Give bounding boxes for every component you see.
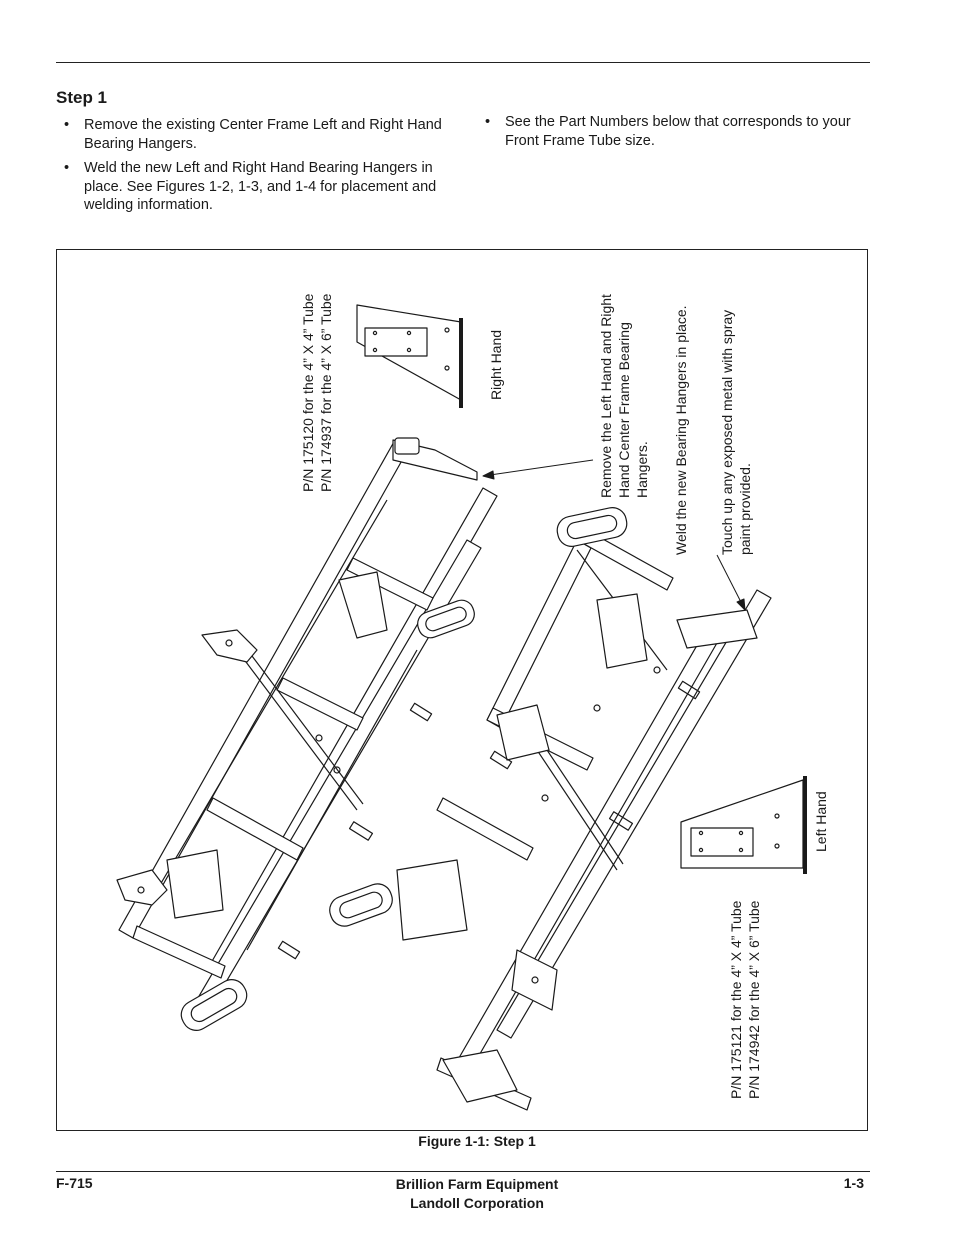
remove-hangers-callout: Remove the Left Hand and Right Hand Cent… [598, 294, 650, 498]
instruction-item: Remove the existing Center Frame Left an… [56, 116, 456, 153]
right-hand-hanger-detail [356, 304, 463, 408]
touch-up-callout: Touch up any exposed metal with spray pa… [719, 309, 753, 555]
step-heading: Step 1 [56, 88, 108, 107]
lh-part-number-callout: P/N 175121 for the 4” X 4” Tube P/N 1749… [728, 900, 762, 1099]
left-frame-assembly [116, 437, 498, 1031]
instruction-item: See the Part Numbers below that correspo… [477, 113, 857, 150]
rh-part-number-callout: P/N 175120 for the 4” X 4” Tube P/N 1749… [300, 293, 334, 492]
weld-hangers-callout: Weld the new Bearing Hangers in place. [673, 305, 689, 555]
doc-number: F-715 [56, 1175, 93, 1191]
instructions-left: Remove the existing Center Frame Left an… [56, 116, 456, 221]
figure-frame: P/N 175120 for the 4” X 4” Tube P/N 1749… [56, 249, 868, 1131]
left-hand-label: Left Hand [813, 791, 829, 852]
top-rule [56, 62, 870, 63]
bottom-rule [56, 1171, 870, 1172]
right-hand-label: Right Hand [488, 329, 504, 400]
footer-company: Brillion Farm Equipment Landoll Corporat… [395, 1176, 559, 1211]
right-frame-assembly [329, 507, 772, 1111]
figure-caption: Figure 1-1: Step 1 [418, 1133, 536, 1149]
left-hand-hanger-detail [680, 776, 807, 874]
page-number: 1-3 [843, 1175, 864, 1191]
instructions-right: See the Part Numbers below that correspo… [477, 113, 857, 156]
leader-arrows [482, 459, 746, 611]
instruction-item: Weld the new Left and Right Hand Bearing… [56, 159, 456, 215]
frame-assembly-illustration [116, 304, 807, 1111]
